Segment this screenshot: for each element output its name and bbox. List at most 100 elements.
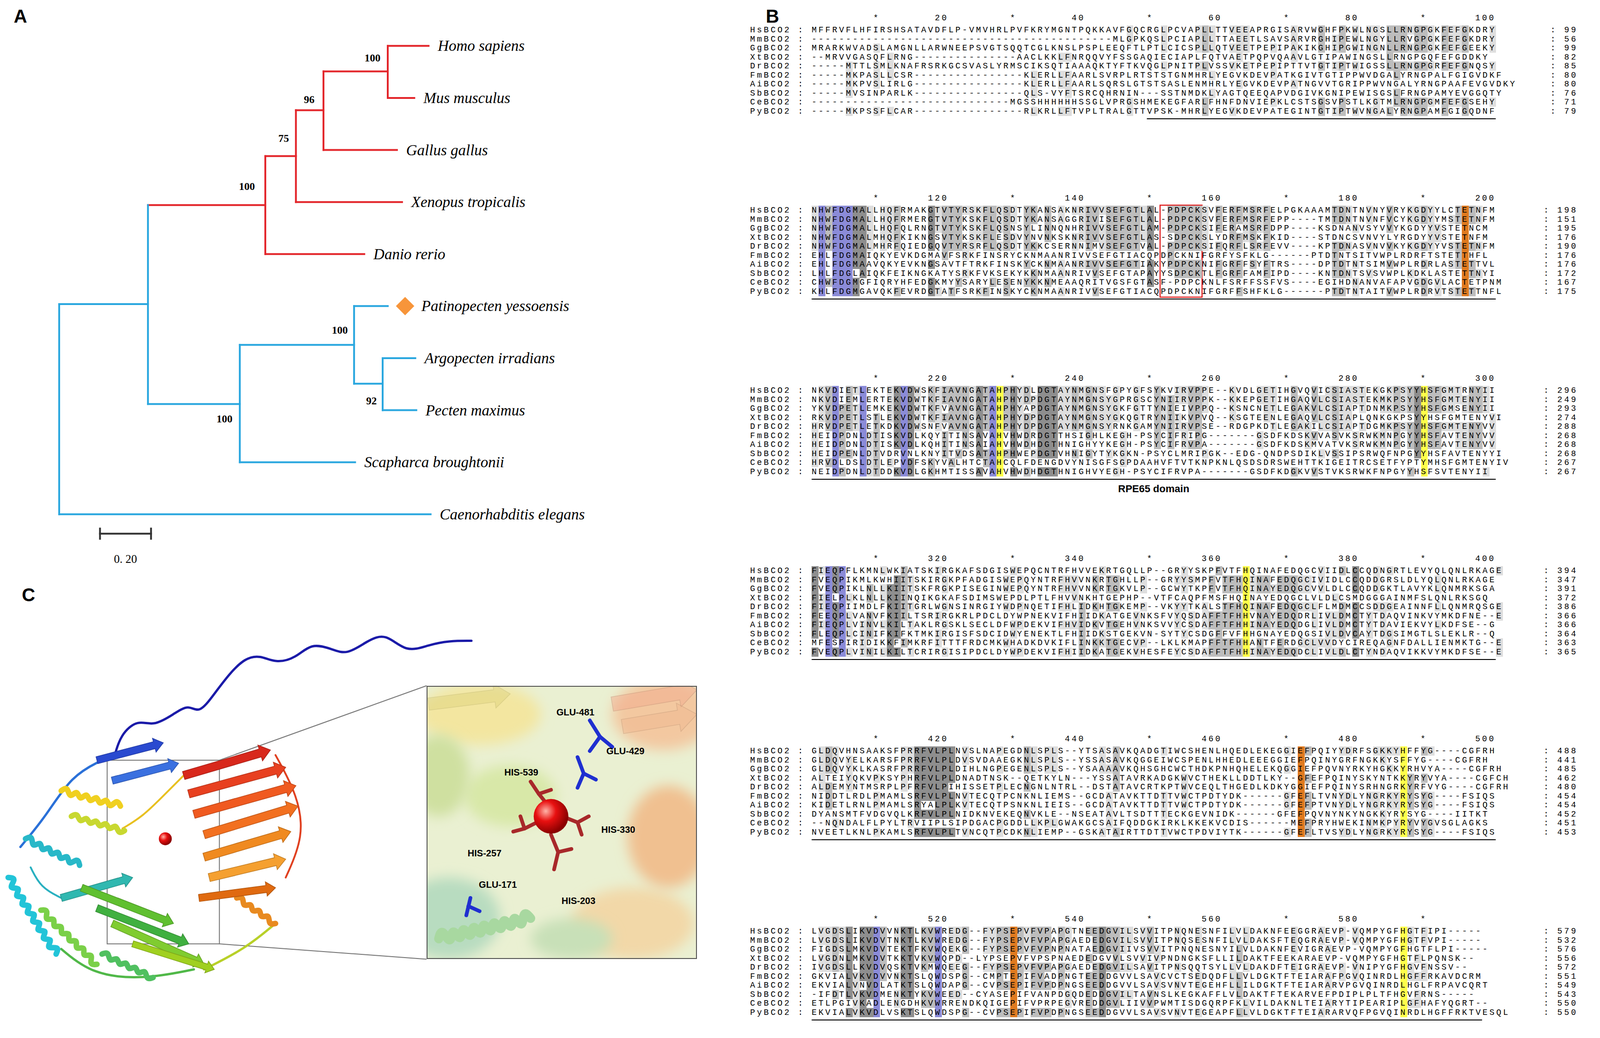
- residue-stick: [589, 720, 613, 747]
- residue: G: [1366, 52, 1374, 62]
- iron-ion: [158, 832, 172, 846]
- residue: N: [1345, 214, 1353, 225]
- residue: P: [1283, 43, 1291, 53]
- residue: A: [1434, 268, 1442, 279]
- residue: T: [859, 61, 867, 71]
- beta-strand: [208, 853, 287, 882]
- residue: M: [1010, 61, 1018, 71]
- residue: K: [1195, 268, 1203, 279]
- residue: K: [1270, 232, 1278, 243]
- residue: M: [1482, 232, 1490, 243]
- residue: C: [1044, 241, 1052, 251]
- residue: N: [1414, 88, 1422, 98]
- residue: P: [1195, 34, 1203, 44]
- sequence-name: FmBCO2 :: [750, 70, 812, 80]
- residue: -: [914, 88, 922, 98]
- residue-stick: [468, 906, 480, 912]
- residue: R: [1229, 232, 1237, 243]
- residue: M: [1202, 79, 1210, 89]
- residue: N: [900, 52, 908, 62]
- domain-underline: [811, 478, 1496, 480]
- residue: H: [818, 268, 826, 279]
- residue: I: [1276, 61, 1284, 71]
- residue: S: [1105, 223, 1113, 233]
- sequence-name: HsBCO2 :: [750, 25, 812, 35]
- residue: M: [1434, 97, 1442, 107]
- residue: F: [1482, 205, 1490, 215]
- residue: H: [1188, 106, 1196, 117]
- residue: L: [989, 61, 997, 71]
- residue: P: [1263, 52, 1271, 62]
- residue: R: [1044, 106, 1052, 117]
- residue: E: [1256, 88, 1264, 98]
- residue: -: [955, 79, 963, 89]
- residue: L: [1434, 259, 1442, 269]
- residue: S: [1441, 223, 1449, 233]
- residue: A: [1276, 70, 1284, 80]
- residue: R: [893, 88, 901, 98]
- domain-underline: [811, 839, 1496, 841]
- residue: F: [1380, 214, 1387, 225]
- species-marker: [396, 297, 415, 316]
- residue: -: [955, 88, 963, 98]
- residue: M: [873, 241, 881, 251]
- residue: C: [1188, 241, 1196, 251]
- residue: P: [1427, 70, 1435, 80]
- residue: -: [1290, 259, 1298, 269]
- coil-loop: [204, 923, 276, 970]
- residue: L: [1359, 34, 1367, 44]
- tree-branch: [99, 532, 151, 535]
- residue: S: [1119, 52, 1127, 62]
- residue: L: [873, 205, 881, 215]
- residue: V: [1359, 106, 1367, 117]
- residue: G: [1373, 97, 1381, 107]
- residue: -: [921, 106, 929, 117]
- residue: -: [934, 106, 942, 117]
- residue: -: [1154, 88, 1161, 98]
- residue: D: [1174, 268, 1182, 279]
- residue: K: [1167, 106, 1175, 117]
- residue: T: [1455, 214, 1463, 225]
- residue: G: [1290, 106, 1298, 117]
- residue: T: [1461, 232, 1469, 243]
- residue: L: [1092, 79, 1100, 89]
- residue: P: [1283, 61, 1291, 71]
- residue: -: [955, 34, 963, 44]
- residue: G: [1174, 70, 1182, 80]
- residue: -: [934, 97, 942, 107]
- residue: G: [1222, 106, 1230, 117]
- residue: -: [941, 79, 949, 89]
- residue: I: [1276, 43, 1284, 53]
- residue: N: [921, 232, 929, 243]
- residue: I: [1208, 259, 1216, 269]
- residue: -: [1174, 106, 1182, 117]
- residue: R: [1202, 70, 1210, 80]
- residue: A: [859, 205, 867, 215]
- residue: F: [1064, 79, 1072, 89]
- residue: F: [1455, 34, 1463, 44]
- residue: N: [1373, 241, 1381, 251]
- residue: R: [1064, 250, 1072, 261]
- residue: -: [832, 88, 840, 98]
- residue: D: [1331, 223, 1339, 233]
- residue: D: [1263, 79, 1271, 89]
- residue: I: [1085, 241, 1093, 251]
- residue: Q: [886, 214, 894, 225]
- residue: L: [852, 25, 860, 35]
- residue: G: [1366, 61, 1374, 71]
- residue: P: [1181, 214, 1189, 225]
- residue: L: [1386, 61, 1394, 71]
- residue: V: [1386, 241, 1394, 251]
- residue: Y: [1229, 250, 1237, 261]
- residue: I: [1331, 106, 1339, 117]
- bootstrap-value: 92: [366, 395, 377, 408]
- residue: S: [1057, 232, 1065, 243]
- residue: R: [886, 241, 894, 251]
- residue: -: [962, 70, 970, 80]
- residue: I: [900, 268, 908, 279]
- residue: L: [1030, 223, 1038, 233]
- residue: K: [1023, 70, 1031, 80]
- sequence-name: AiBCO2 :: [750, 259, 812, 269]
- residue: F: [983, 232, 990, 243]
- residue: S: [1092, 250, 1100, 261]
